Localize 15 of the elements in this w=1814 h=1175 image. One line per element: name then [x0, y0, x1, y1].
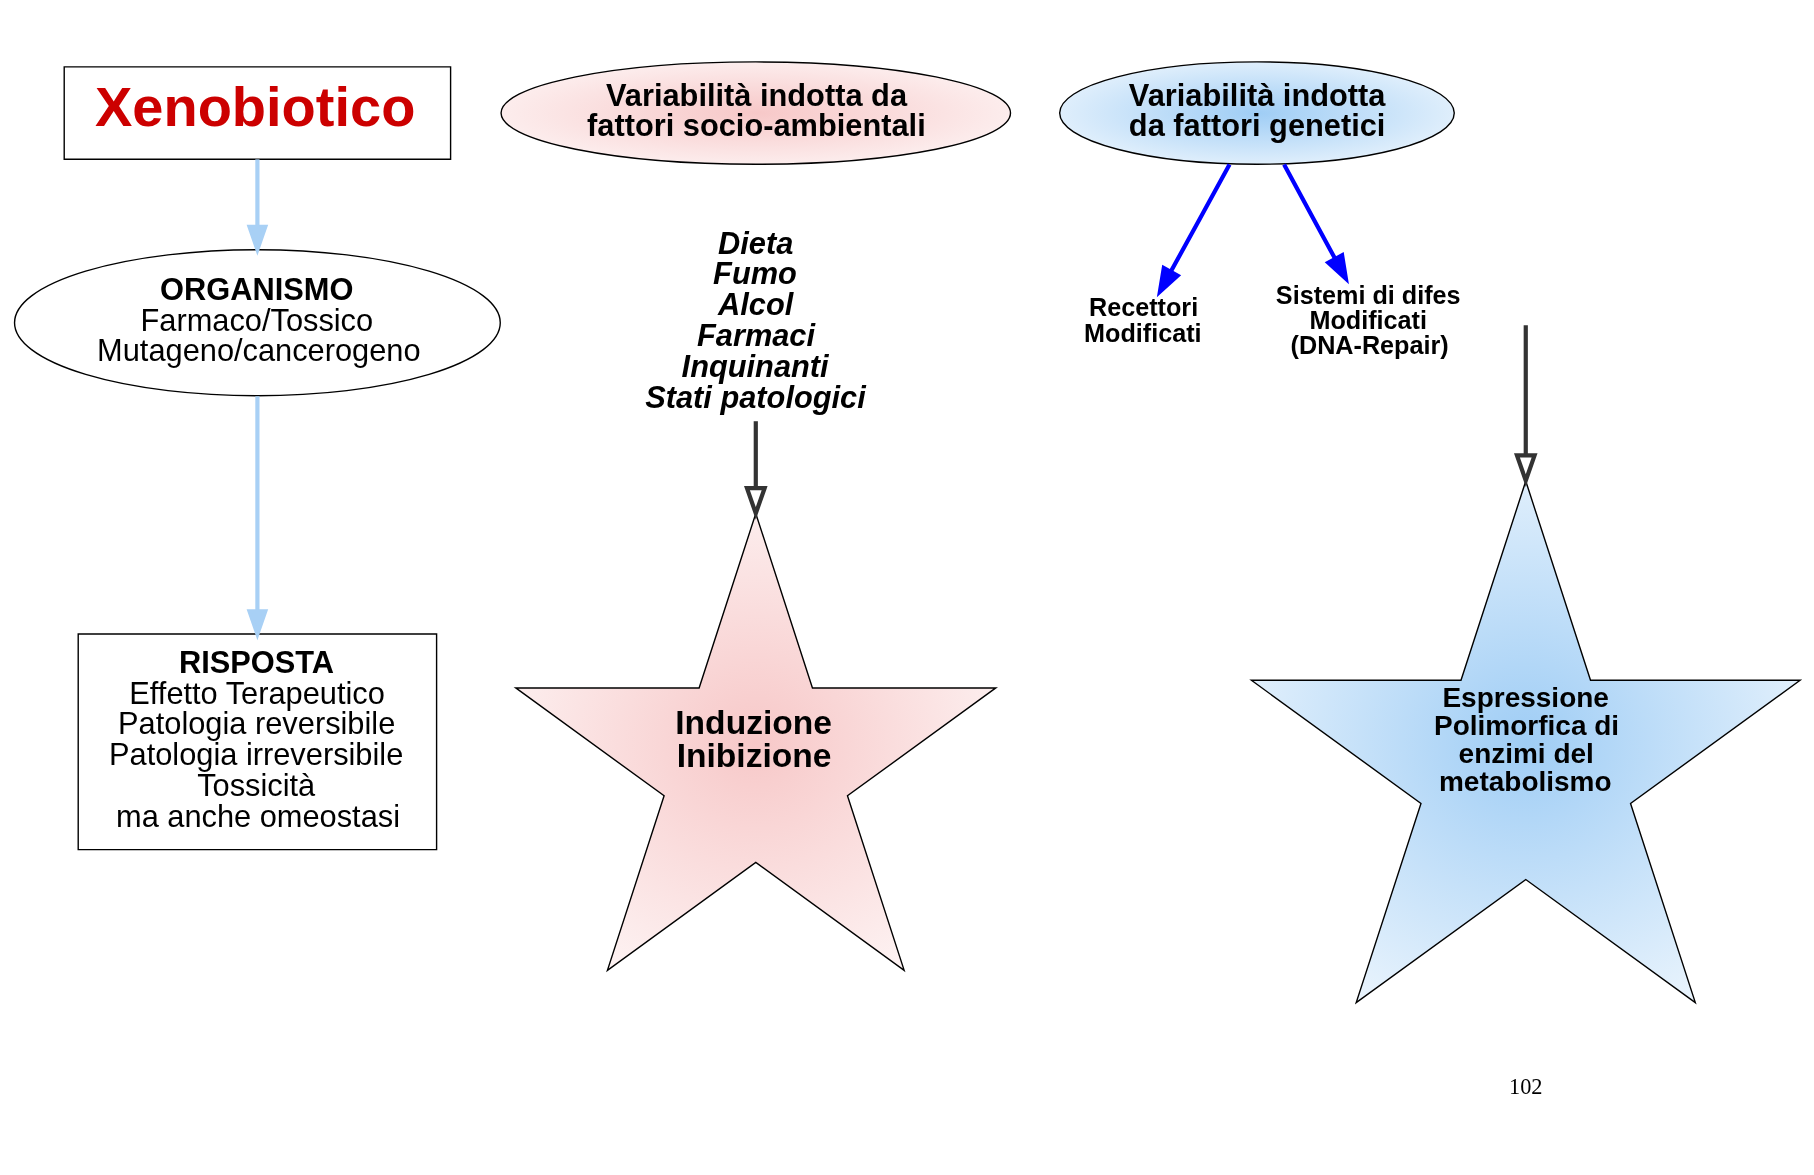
label: 102: [1508, 1073, 1543, 1099]
arrow: [1513, 325, 1538, 487]
node-ellipse: ORGANISMO Farmaco/Tossico Mutageno/cancerogeno: [13, 249, 501, 397]
node-box: RISPOSTA Effetto Terapeutico Patologia reversibile Patologia irreversibile Tossicità ma anche omeostasi: [77, 633, 437, 851]
arrow: [743, 421, 768, 520]
arrow: [1156, 163, 1231, 298]
arrow: [1281, 163, 1349, 285]
node-ellipse: Variabilità indotta da fattori socio-ambientali: [499, 61, 1011, 165]
node-text: Recettori Modificati: [1083, 293, 1202, 347]
node-box: Xenobiotico: [63, 66, 451, 160]
arrow: [246, 396, 268, 641]
arrow: [246, 159, 268, 256]
node-ellipse: Variabilità indotta da fattori genetici: [1058, 61, 1455, 165]
node-text: Sistemi di difes Modificati (DNA-Repair): [1275, 280, 1461, 360]
node-text: Dieta Fumo Alcol Farmaci Inquinanti Stati patologici: [644, 225, 866, 415]
